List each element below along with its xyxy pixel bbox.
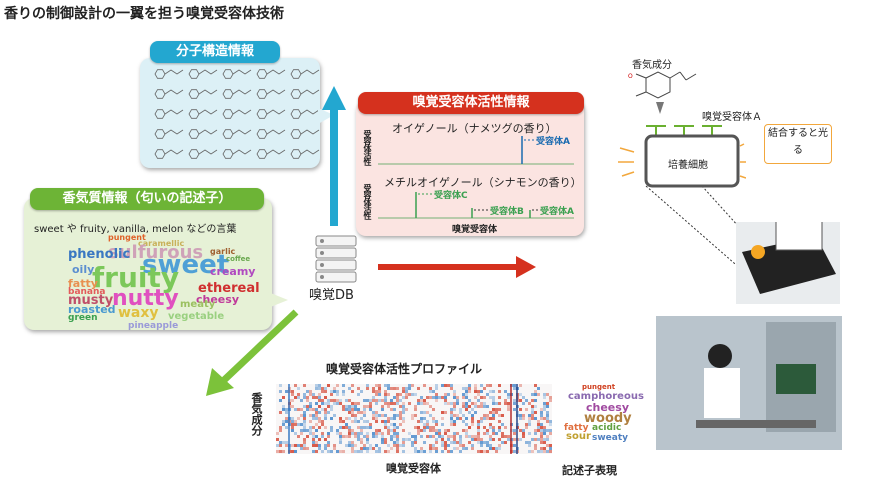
descriptor-panel-pointer — [268, 292, 288, 308]
cloud-word-pungent: pungent — [582, 383, 616, 391]
label-receptor-b: 受容体B — [490, 207, 524, 217]
profile-y-label: 香気成分 — [250, 392, 263, 436]
activity-x-label: 嗅覚受容体 — [452, 225, 498, 235]
profile-x-label: 嗅覚受容体 — [386, 462, 441, 475]
word-pineapple: pineapple — [128, 321, 179, 331]
compound-label: 香気成分 — [632, 60, 672, 71]
word-ethereal: ethereal — [198, 281, 260, 296]
arrow-diag-shaft — [219, 309, 299, 385]
word-fatty: fatty — [68, 277, 98, 290]
molecule-panel-pointer — [318, 108, 334, 124]
word-musty: musty — [68, 293, 114, 308]
word-vegetable: vegetable — [168, 311, 225, 322]
word-phenolic: phenolic — [68, 247, 131, 262]
compound-eugenol: オイゲノール（ナメツグの香り） — [392, 122, 557, 135]
label-receptor-a-1: 受容体A — [536, 137, 570, 147]
word-creamy: creamy — [210, 265, 256, 278]
word-nutty: nutty — [112, 286, 179, 311]
word-coffee: coffee — [226, 255, 251, 263]
glow-note: 結合すると光る — [764, 124, 832, 164]
word-fruity: fruity — [92, 261, 180, 294]
receptor-a-label: 嗅覚受容体Ａ — [702, 112, 762, 123]
arrow-diag-head — [206, 368, 234, 396]
molecule-panel — [140, 58, 320, 168]
activity-y-label-1: 受容体活性 — [363, 130, 372, 165]
label-receptor-c: 受容体C — [434, 191, 468, 201]
cloud-word-acidic: acidic — [592, 423, 622, 433]
svg-text:O: O — [628, 73, 633, 80]
activity-panel-header: 嗅覚受容体活性情報 — [358, 92, 584, 114]
cloud-word-fatty: fatty — [564, 423, 589, 433]
word-roasted: roasted — [68, 303, 116, 316]
descriptor-panel: sweet や fruity, vanilla, melon などの言葉 pun… — [24, 198, 272, 331]
arrow-up-head — [322, 86, 346, 110]
molecule-panel-header: 分子構造情報 — [150, 41, 280, 63]
db-label: 嗅覚DB — [309, 288, 354, 303]
word-sulfurous: sulfurous — [108, 242, 204, 263]
cloud-word-cheesy: cheesy — [586, 401, 629, 414]
word-green: green — [68, 313, 98, 323]
word-garlic: garlic — [210, 247, 236, 256]
word-waxy: waxy — [118, 305, 159, 321]
cloud-word-sweaty: sweaty — [592, 433, 629, 443]
cloud-label: 記述子表現 — [562, 464, 617, 477]
descriptor-caption: sweet や fruity, vanilla, melon などの言葉 — [34, 224, 237, 235]
word-oily: oily — [72, 263, 95, 276]
word-meaty: meaty — [180, 299, 216, 310]
database-icon — [315, 235, 357, 283]
activity-y-label-2: 受容体活性 — [363, 184, 372, 219]
profile-heatmap — [276, 384, 552, 454]
lab-photo — [656, 316, 842, 450]
word-sweet: sweet — [142, 250, 230, 280]
cell-label: 培養細胞 — [668, 160, 708, 171]
activity-plots — [378, 136, 574, 219]
arrow-right-head — [516, 256, 536, 278]
word-pungent: pungent — [108, 233, 146, 242]
word-cheesy: cheesy — [196, 293, 239, 306]
descriptor-panel-header: 香気質情報（匂いの記述子） — [30, 188, 264, 210]
plate-photo — [736, 219, 840, 304]
arrow-up-shaft — [330, 108, 338, 226]
cloud-word-sour: sour — [566, 431, 591, 442]
label-receptor-a-2: 受容体A — [540, 207, 574, 217]
profile-title: 嗅覚受容体活性プロファイル — [326, 362, 483, 376]
arrow-right-shaft — [378, 264, 518, 270]
activity-panel: 受容体活性 受容体活性 オイゲノール（ナメツグの香り） メチルオイゲノール（シナ… — [356, 100, 584, 236]
cloud-word-camphoreous: camphoreous — [568, 391, 644, 402]
eugenol-molecule: O — [628, 71, 697, 114]
molecule-structures — [154, 69, 320, 159]
cloud-word-woody: woody — [584, 411, 632, 426]
word-caramellic: caramellic — [138, 239, 185, 248]
word-banana: banana — [68, 287, 106, 297]
cell-diagram — [618, 125, 746, 188]
compound-methyleugenol: メチルオイゲノール（シナモンの香り） — [384, 176, 582, 189]
page-title: 香りの制御設計の一翼を担う嗅覚受容体技術 — [4, 6, 284, 22]
